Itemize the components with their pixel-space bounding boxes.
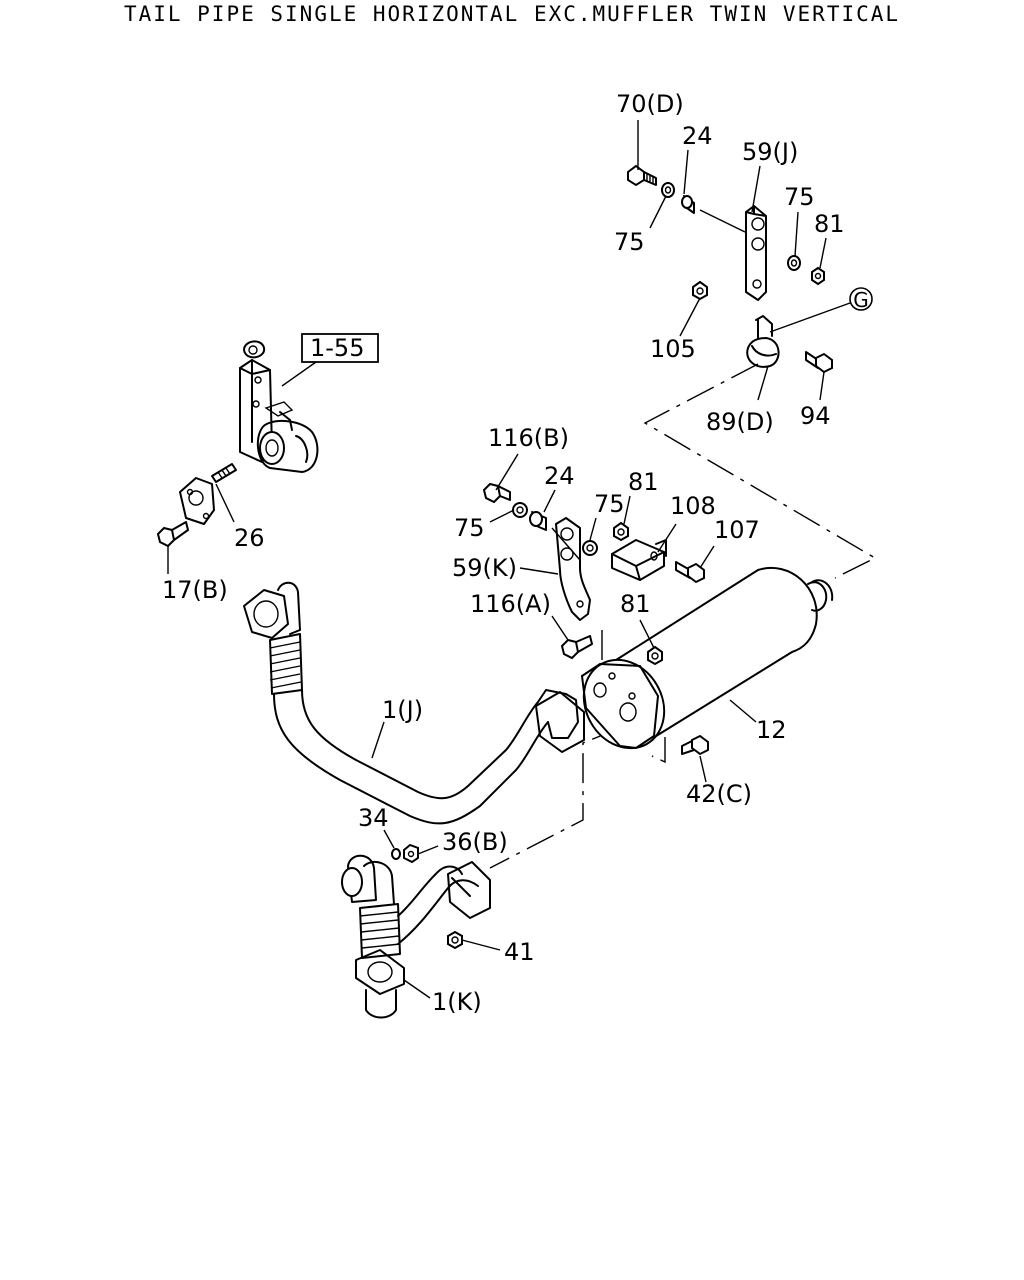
washer-75-top-left bbox=[661, 182, 675, 198]
label-81-mid: 81 bbox=[628, 468, 659, 496]
washer-34 bbox=[391, 848, 401, 860]
label-81-top: 81 bbox=[814, 210, 845, 238]
label-116a: 116(A) bbox=[470, 590, 551, 618]
label-26: 26 bbox=[234, 524, 265, 552]
label-75-mid-left: 75 bbox=[454, 514, 485, 542]
label-12: 12 bbox=[756, 716, 787, 744]
label-41: 41 bbox=[504, 938, 535, 966]
label-24-mid: 24 bbox=[544, 462, 575, 490]
stud-26 bbox=[211, 463, 237, 483]
pipe-1j bbox=[243, 581, 585, 825]
turbo-bracket-assembly bbox=[239, 340, 319, 473]
label-42c: 42(C) bbox=[686, 780, 752, 808]
label-34: 34 bbox=[358, 804, 389, 832]
label-17b: 17(B) bbox=[162, 576, 228, 604]
label-70d: 70(D) bbox=[616, 90, 684, 118]
label-81-low: 81 bbox=[620, 590, 651, 618]
label-75-mid-right: 75 bbox=[594, 490, 625, 518]
nut-41 bbox=[447, 930, 463, 950]
label-1-55: 1-55 bbox=[310, 334, 364, 362]
pipe-1k bbox=[341, 854, 491, 1019]
nut-81-top bbox=[811, 266, 825, 286]
spacer-24-mid bbox=[529, 511, 547, 531]
label-36b: 36(B) bbox=[442, 828, 508, 856]
bolt-107 bbox=[675, 561, 705, 584]
bracket-59j bbox=[745, 205, 767, 301]
nut-81-low bbox=[647, 645, 663, 666]
clamp-89d bbox=[746, 315, 780, 368]
bolt-116b bbox=[482, 482, 511, 504]
label-59j: 59(J) bbox=[742, 138, 798, 166]
svg-text:G: G bbox=[853, 288, 869, 312]
bolt-116a bbox=[560, 635, 593, 660]
label-24-top: 24 bbox=[682, 122, 713, 150]
bolt-17b bbox=[156, 521, 189, 548]
diagram-title: TAIL PIPE SINGLE HORIZONTAL EXC.MUFFLER … bbox=[123, 2, 901, 26]
label-94: 94 bbox=[800, 402, 831, 430]
nut-105 bbox=[692, 280, 708, 301]
muffler-12 bbox=[581, 567, 834, 750]
bracket-59k bbox=[555, 517, 591, 621]
washer-75-mid-right bbox=[582, 540, 598, 556]
spacer-24-top bbox=[681, 195, 695, 214]
label-1k: 1(K) bbox=[432, 988, 482, 1016]
label-75-top-right: 75 bbox=[784, 183, 815, 211]
bolt-94 bbox=[805, 351, 833, 374]
bolt-42c bbox=[681, 734, 709, 756]
label-105: 105 bbox=[650, 335, 696, 363]
reference-marker-g: G bbox=[849, 287, 873, 312]
label-116b: 116(B) bbox=[488, 424, 569, 452]
nut-36b bbox=[403, 843, 419, 864]
label-89d: 89(D) bbox=[706, 408, 774, 436]
gasket-plate bbox=[179, 477, 215, 525]
nut-81-mid bbox=[613, 521, 629, 542]
label-108: 108 bbox=[670, 492, 716, 520]
label-75-top-left: 75 bbox=[614, 228, 645, 256]
label-107: 107 bbox=[714, 516, 760, 544]
label-1j: 1(J) bbox=[382, 696, 423, 724]
bracket-108 bbox=[611, 539, 667, 581]
bolt-70d bbox=[627, 164, 657, 187]
washer-75-top-right bbox=[787, 255, 801, 271]
label-59k: 59(K) bbox=[452, 554, 517, 582]
washer-75-mid-left bbox=[512, 502, 528, 518]
